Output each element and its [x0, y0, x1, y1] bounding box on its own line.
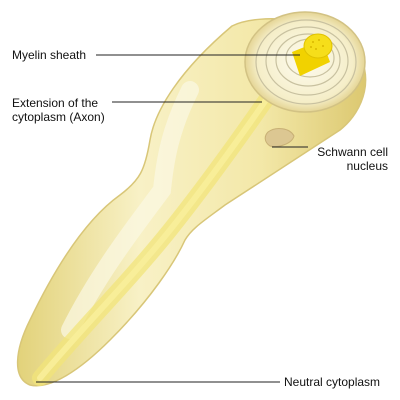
schwann-nucleus — [264, 128, 295, 147]
cytoplasm-highlight — [61, 81, 199, 339]
label-schwann-line1: Schwann cell — [317, 145, 388, 159]
label-myelin-sheath: Myelin sheath — [12, 48, 87, 62]
label-axon-line2: cytoplasm (Axon) — [12, 110, 105, 124]
label-schwann-line2: nucleus — [346, 159, 388, 173]
axon — [32, 42, 308, 386]
label-axon-line1: Extension of the — [12, 96, 99, 110]
axon-core — [292, 33, 333, 76]
leader-lines — [36, 54, 308, 383]
axon-inner — [37, 47, 303, 381]
label-neutral-cytoplasm: Neutral cytoplasm — [284, 375, 381, 389]
